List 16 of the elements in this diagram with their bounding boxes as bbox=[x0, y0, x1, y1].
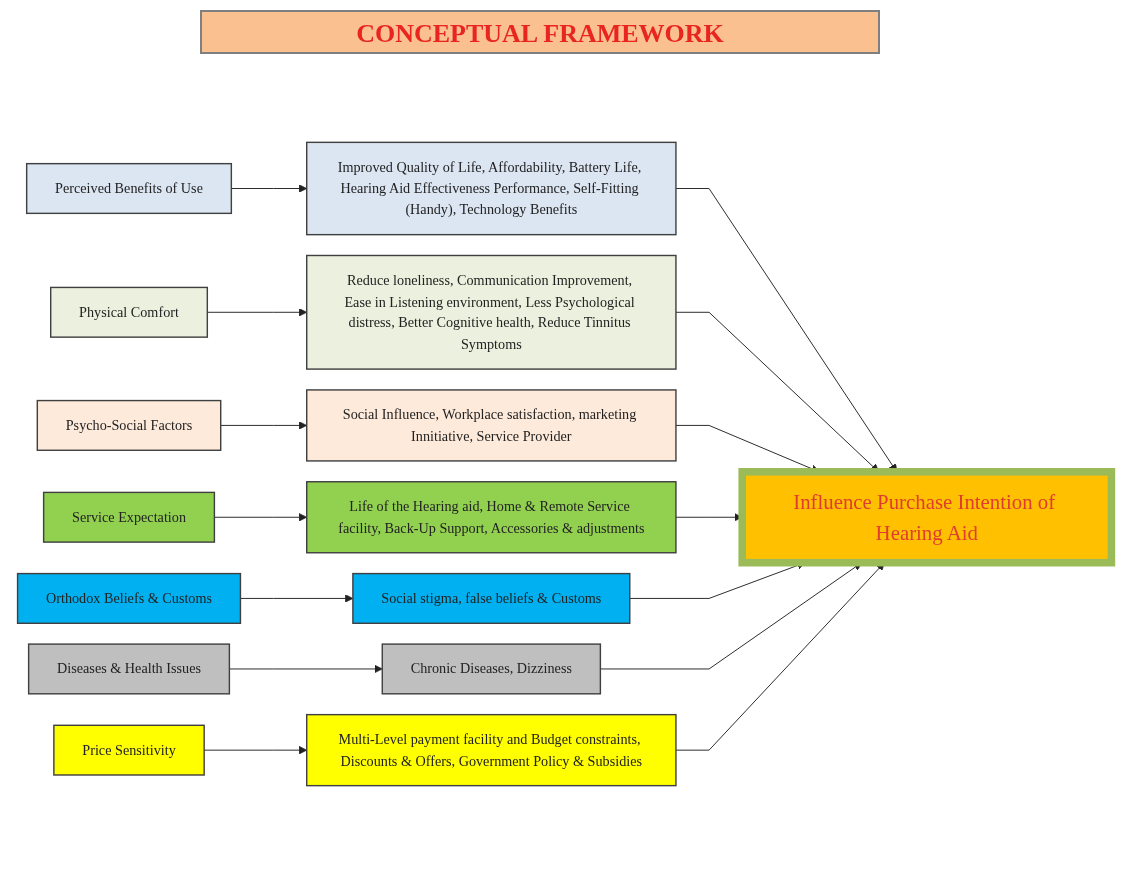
node-box: Price Sensitivity bbox=[53, 724, 205, 776]
node-box: Reduce loneliness, Communication Improvement, Ease in Listening environment, Less Psychological distress, Better Cognitive health, Reduce Tinnitus Symptoms bbox=[306, 254, 677, 370]
node-box: Psycho-Social Factors bbox=[36, 399, 222, 451]
node-box: Improved Quality of Life, Affordability, Battery Life, Hearing Aid Effectiveness Performance, Self-Fitting (Handy), Technology Benefits bbox=[306, 141, 677, 236]
node-box: Life of the Hearing aid, Home & Remote Service facility, Back-Up Support, Accessories & adjustments bbox=[306, 481, 677, 554]
node-box: Orthodox Beliefs & Customs bbox=[16, 572, 242, 624]
node-box: Social Influence, Workplace satisfaction, marketing Innitiative, Service Provider bbox=[306, 389, 677, 462]
title-banner: CONCEPTUAL FRAMEWORK bbox=[200, 10, 880, 54]
node-box: Chronic Diseases, Dizziness bbox=[381, 643, 602, 695]
node-box: Perceived Benefits of Use bbox=[25, 162, 233, 215]
node-box: Service Expectation bbox=[42, 491, 216, 543]
node-box: Multi-Level payment facility and Budget constraints, Discounts & Offers, Government Policy & Subsidies bbox=[306, 713, 677, 787]
node-box: Influence Purchase Intention of Hearing Aid bbox=[738, 468, 1116, 567]
node-box: Diseases & Health Issues bbox=[27, 643, 231, 695]
node-box: Social stigma, false beliefs & Customs bbox=[352, 572, 631, 624]
node-box: Physical Comfort bbox=[50, 286, 209, 338]
